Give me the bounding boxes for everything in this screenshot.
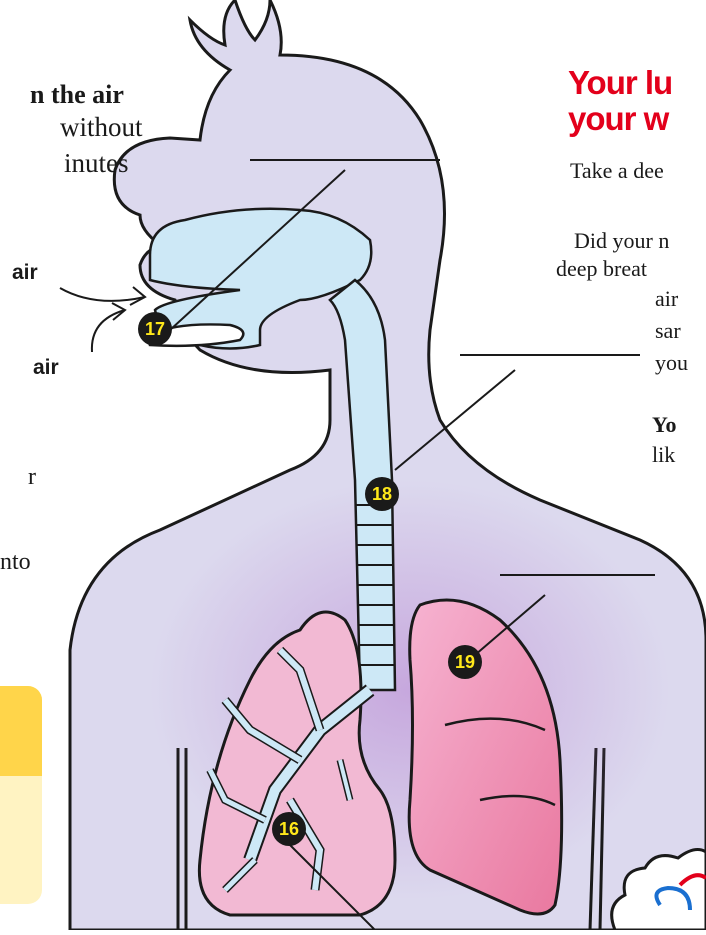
info-box-header	[0, 686, 42, 776]
body-line-p3-1: Yo	[652, 414, 676, 436]
air-arrows	[60, 287, 145, 352]
intro-line-1: n the air	[30, 82, 124, 108]
body-line-p2-5: you	[655, 352, 688, 374]
intro-line-2: without	[60, 114, 143, 141]
body-line-p2-2: deep breat	[556, 258, 647, 280]
intro-line-3: inutes	[64, 150, 129, 177]
heading-line-1: Your lu	[568, 66, 672, 99]
marker-16: 16	[272, 812, 306, 846]
body-line-p2-1: Did your n	[574, 230, 669, 252]
intro-fragment-r: r	[28, 465, 36, 489]
body-line-p2-3: air	[655, 288, 678, 310]
info-box	[0, 686, 42, 904]
body-line-p2-4: sar	[655, 320, 681, 342]
heading-line-2: your w	[568, 102, 668, 135]
marker-17: 17	[138, 312, 172, 346]
marker-19: 19	[448, 645, 482, 679]
marker-18: 18	[365, 477, 399, 511]
intro-fragment-nto: nto	[0, 550, 31, 574]
body-line-p3-2: lik	[652, 444, 675, 466]
body-paragraph-1: Take a dee	[570, 160, 664, 182]
air-label-nose: air	[12, 262, 38, 283]
air-label-mouth: air	[33, 357, 59, 378]
